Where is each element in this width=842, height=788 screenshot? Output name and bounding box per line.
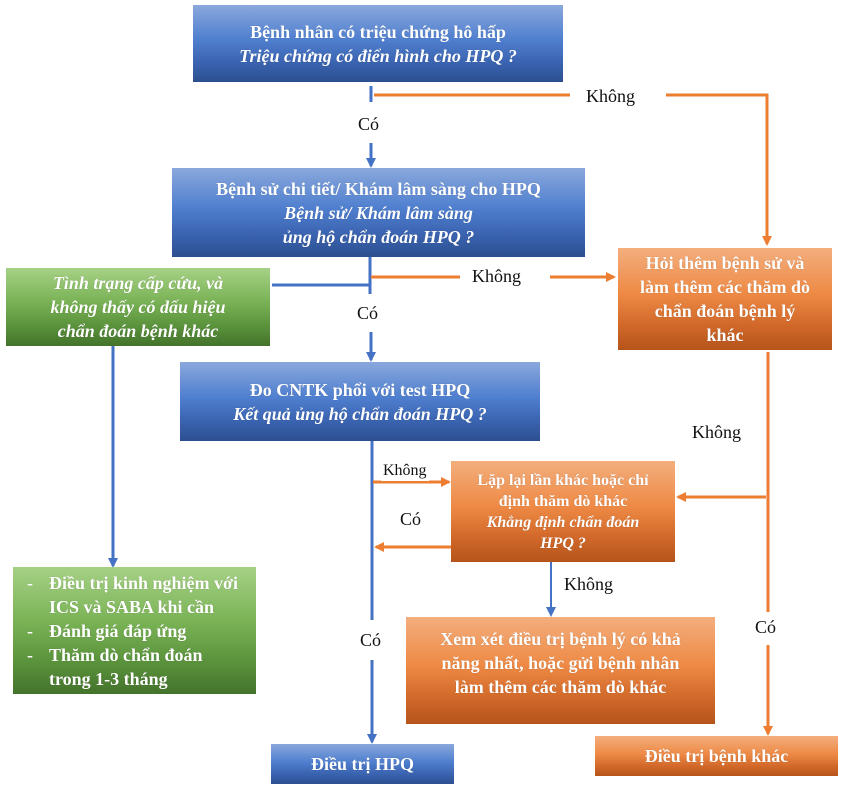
node-emergency-line-3: chẩn đoán bệnh khác <box>57 321 219 341</box>
edge-label-start-no: Không <box>584 86 637 106</box>
edge-label-start-yes: Có <box>356 114 382 134</box>
edge-label-more-history-yes: Có <box>753 617 779 637</box>
node-treat-asthma-label: Điều trị HPQ <box>311 754 414 774</box>
empiric-item: -Đánh giá đáp ứng <box>27 620 187 641</box>
node-start-title: Bệnh nhân có triệu chứng hô hấp <box>250 21 506 42</box>
node-treat-asthma: Điều trị HPQ <box>271 744 454 784</box>
node-repeat-line-2: định thăm dò khác <box>498 492 628 510</box>
node-spirometry-title: Đo CNTK phổi với test HPQ <box>249 379 471 400</box>
node-consider-line-3: làm thêm các thăm dò khác <box>454 677 667 697</box>
empiric-item: -Thăm dò chẩn đoán <box>27 644 203 665</box>
node-start-question: Triệu chứng có điển hình cho HPQ ? <box>239 45 517 66</box>
node-treat-other-label: Điều trị bệnh khác <box>644 746 789 766</box>
node-consider: Xem xét điều trị bệnh lý có khả năng nhấ… <box>406 617 715 724</box>
node-more-history-line-4: khác <box>706 325 744 345</box>
node-empiric: -Điều trị kinh nghiệm với ICS và SABA kh… <box>13 567 256 694</box>
node-emergency-line-2: không thấy có dấu hiệu <box>50 297 226 317</box>
edge-label-history-yes: Có <box>355 303 381 323</box>
empiric-item: trong 1-3 tháng <box>49 668 168 689</box>
edge-label-repeat-no: Không <box>562 574 615 594</box>
node-more-history-line-1: Hỏi thêm bệnh sử và <box>645 253 805 273</box>
edge-start-to-more-history-right <box>666 93 772 246</box>
node-history-title: Bệnh sử chi tiết/ Khám lâm sàng cho HPQ <box>216 178 541 199</box>
node-history: Bệnh sử chi tiết/ Khám lâm sàng cho HPQ … <box>172 168 585 257</box>
node-repeat-question-2: HPQ ? <box>540 534 586 552</box>
edge-label-spiro-no: Không <box>381 461 429 481</box>
node-consider-line-2: năng nhất, hoặc gửi bệnh nhân <box>441 653 680 673</box>
empiric-item: ICS và SABA khi cần <box>49 596 215 617</box>
node-repeat-line-1: Lặp lại lần khác hoặc chỉ <box>477 471 649 489</box>
node-start: Bệnh nhân có triệu chứng hô hấp Triệu ch… <box>193 5 563 82</box>
node-spirometry-question: Kết quả ủng hộ chẩn đoán HPQ ? <box>233 403 487 424</box>
node-more-history-line-3: chẩn đoán bệnh lý <box>654 301 796 321</box>
node-more-history: Hỏi thêm bệnh sử và làm thêm các thăm dò… <box>618 248 832 350</box>
edge-label-repeat-yes: Có <box>398 509 424 529</box>
edge-label-history-no: Không <box>470 266 523 286</box>
node-history-question-2: ủng hộ chẩn đoán HPQ ? <box>282 226 475 247</box>
node-spirometry: Đo CNTK phổi với test HPQ Kết quả ủng hộ… <box>180 362 540 441</box>
node-consider-line-1: Xem xét điều trị bệnh lý có khả <box>440 629 681 649</box>
node-emergency: Tình trạng cấp cứu, và không thấy có dấu… <box>6 268 270 346</box>
edge-label-spiro-yes: Có <box>358 630 384 650</box>
node-treat-other: Điều trị bệnh khác <box>595 736 838 776</box>
node-repeat-question-1: Khẳng định chẩn đoán <box>486 513 640 531</box>
node-history-question-1: Bệnh sử/ Khám lâm sàng <box>284 202 473 223</box>
node-more-history-line-2: làm thêm các thăm dò <box>640 277 810 297</box>
edge-label-more-history-no: Không <box>690 422 743 442</box>
node-repeat: Lặp lại lần khác hoặc chỉ định thăm dò k… <box>451 461 675 562</box>
node-emergency-line-1: Tình trạng cấp cứu, và <box>52 273 224 293</box>
empiric-item: -Điều trị kinh nghiệm với <box>27 572 238 593</box>
